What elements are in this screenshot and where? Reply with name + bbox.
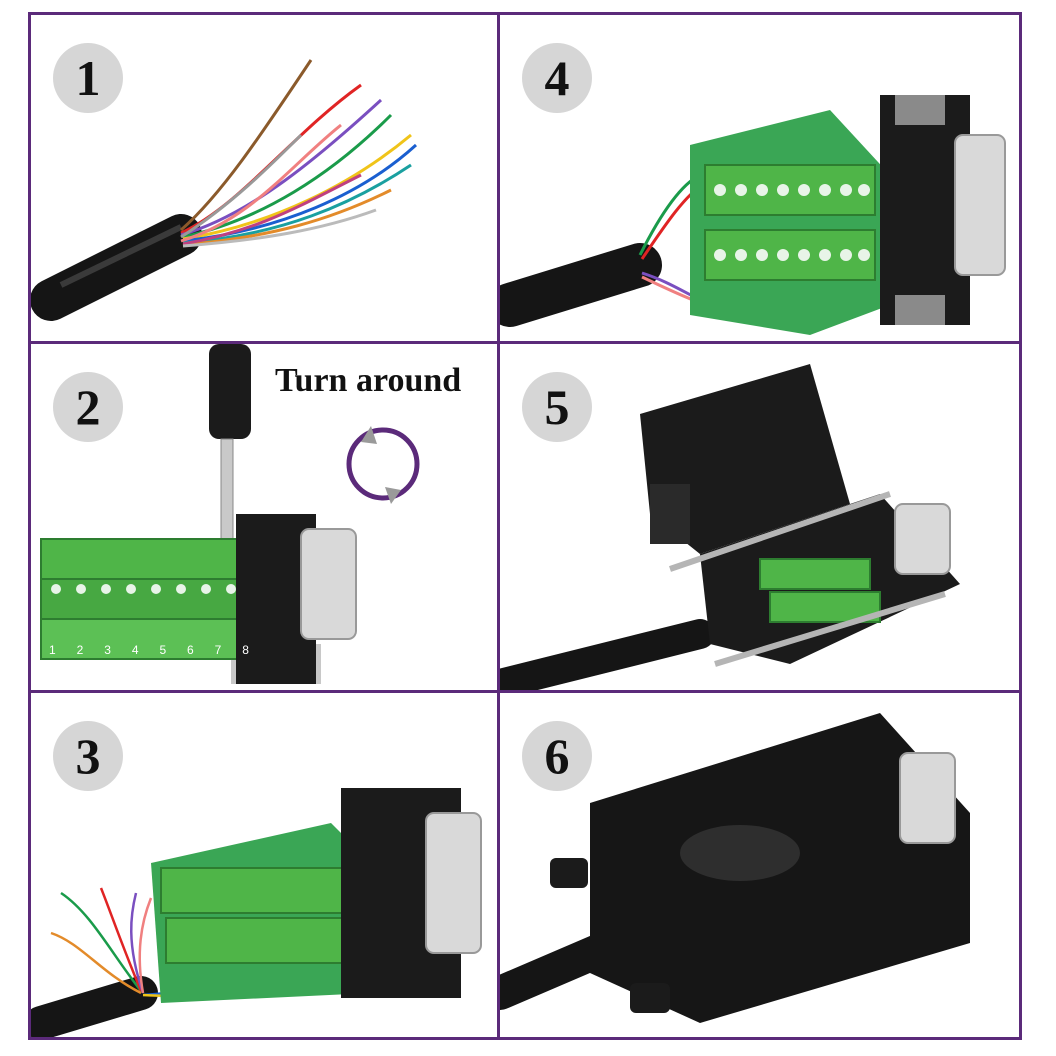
terminal-number: 4	[131, 643, 139, 657]
step-3-panel: 3	[28, 690, 500, 1040]
terminal-number-row: 1 2 3 4 5 6 7 8	[49, 643, 249, 657]
step-badge: 5	[522, 372, 592, 442]
turn-around-label: Turn around	[275, 362, 462, 399]
stripped-cable-illustration	[31, 59, 418, 321]
closed-housing-illustration	[500, 713, 970, 1023]
step-badge: 2	[53, 372, 123, 442]
wired-board-illustration	[500, 95, 1006, 335]
step-1-panel: 1	[28, 12, 500, 344]
step-5-panel: 5	[497, 341, 1022, 693]
step-badge: 6	[522, 721, 592, 791]
terminal-number: 2	[76, 643, 84, 657]
terminal-number: 3	[104, 643, 111, 657]
step-6-panel: 6	[497, 690, 1022, 1040]
step-badge: 3	[53, 721, 123, 791]
instruction-grid: 1 4	[28, 12, 1022, 1040]
terminal-number: 6	[187, 643, 194, 657]
board-with-wires-illustration	[31, 788, 482, 1037]
terminal-number: 8	[242, 643, 249, 657]
step-4-panel: 4	[497, 12, 1022, 344]
step-badge: 1	[53, 43, 123, 113]
open-housing-illustration	[500, 364, 960, 690]
terminal-number: 7	[214, 643, 222, 657]
step-badge: 4	[522, 43, 592, 113]
step-2-panel: Turn around 2 1 2 3 4 5 6 7 8	[28, 341, 500, 693]
screwdriver-terminal-illustration	[40, 344, 420, 684]
terminal-number: 1	[49, 643, 56, 657]
terminal-number: 5	[159, 643, 167, 657]
